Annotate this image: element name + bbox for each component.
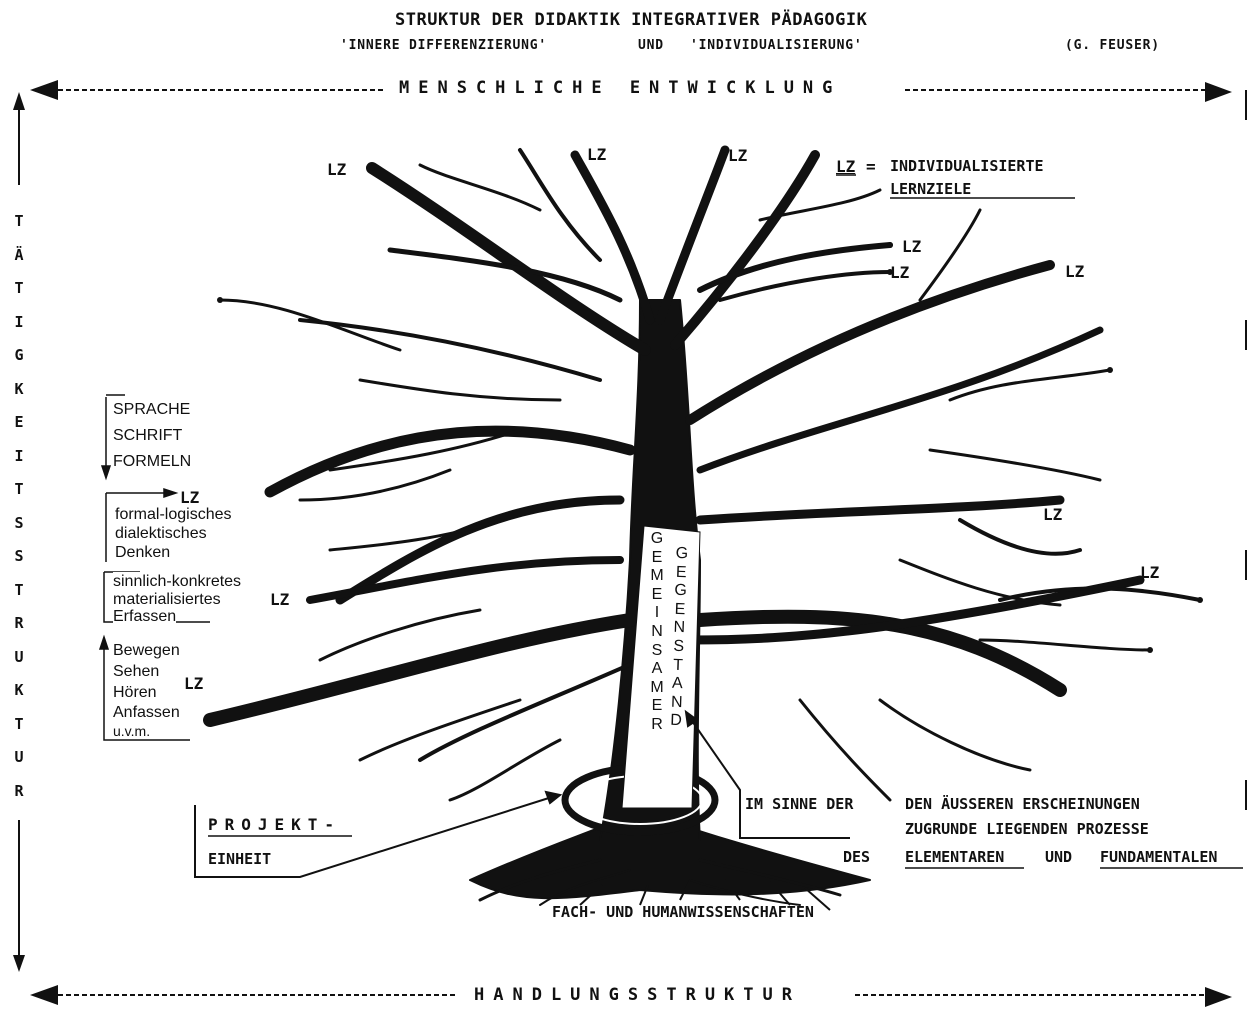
- trunk-letter: E: [648, 697, 666, 716]
- und-label: UND: [1045, 848, 1072, 866]
- trunk-letter: S: [669, 638, 688, 657]
- lz-label: LZ: [1043, 505, 1062, 524]
- roots-label: FACH- UND HUMANWISSENSCHAFTEN: [552, 903, 814, 921]
- legend-line1: INDIVIDUALISIERTE: [890, 157, 1044, 175]
- fundamentalen-label: FUNDAMENTALEN: [1100, 848, 1217, 866]
- author-credit: (G. FEUSER): [1065, 38, 1160, 53]
- left-axis-letter: R: [9, 775, 29, 809]
- bottom-right-line2: ZUGRUNDE LIEGENDEN PROZESSE: [905, 820, 1149, 838]
- left-axis-letter: Ä: [9, 239, 29, 273]
- elementaren-label: ELEMENTAREN: [905, 848, 1004, 866]
- left-axis-letter: T: [9, 473, 29, 507]
- lz-label: LZ: [728, 146, 747, 165]
- left-axis-letter: G: [9, 339, 29, 373]
- label-denken: Denken: [115, 543, 170, 562]
- legend-lz: LZ: [836, 157, 855, 176]
- label-sinnlich-konkretes: sinnlich-konkretes: [113, 572, 241, 591]
- subtitle-right: 'INDIVIDUALISIERUNG': [690, 38, 863, 53]
- trunk-letter: E: [648, 549, 666, 568]
- projekt-label: PROJEKT-: [208, 815, 341, 834]
- label-sehen: Sehen: [113, 662, 159, 681]
- lz-label: LZ: [1140, 563, 1159, 582]
- label-sprache: SPRACHE: [113, 400, 190, 419]
- left-axis-letter: T: [9, 272, 29, 306]
- left-axis-letter: I: [9, 306, 29, 340]
- trunk-letter: M: [648, 679, 666, 698]
- trunk-letter: S: [648, 642, 666, 661]
- lz-label: LZ: [902, 237, 921, 256]
- trunk-letter: N: [648, 623, 666, 642]
- left-axis-letter: T: [9, 574, 29, 608]
- label-anfassen: Anfassen: [113, 703, 180, 722]
- subtitle-left: 'INNERE DIFFERENZIERUNG': [340, 38, 547, 53]
- top-axis-label: MENSCHLICHE ENTWICKLUNG: [395, 78, 845, 98]
- left-axis-letter: S: [9, 507, 29, 541]
- label-formeln: FORMELN: [113, 452, 191, 471]
- lz-label: LZ: [890, 263, 909, 282]
- bottom-right-line1: DEN ÄUSSEREN ERSCHEINUNGEN: [905, 795, 1140, 813]
- label-hoeren: Hören: [113, 683, 157, 702]
- label-uvm: u.v.m.: [113, 722, 150, 741]
- trunk-letter: N: [670, 619, 689, 638]
- lz-label: LZ: [587, 145, 606, 164]
- des-label: DES: [843, 848, 870, 866]
- trunk-letter: A: [668, 675, 687, 694]
- left-axis-letter: T: [9, 708, 29, 742]
- trunk-letter: E: [671, 600, 690, 619]
- left-axis-letter: R: [9, 607, 29, 641]
- trunk-letter: D: [667, 712, 686, 731]
- left-axis-letter: U: [9, 641, 29, 675]
- page-title: STRUKTUR DER DIDAKTIK INTEGRATIVER PÄDAG…: [395, 10, 867, 30]
- left-axis-letter: E: [9, 406, 29, 440]
- trunk-letter: R: [648, 716, 666, 735]
- trunk-letter: G: [648, 530, 666, 549]
- subtitle-and: UND: [638, 38, 664, 53]
- label-formal-logisches: formal-logisches: [115, 505, 231, 524]
- label-erfassen: Erfassen: [113, 607, 176, 626]
- left-axis-letter: S: [9, 540, 29, 574]
- tree: [207, 147, 1203, 905]
- label-bewegen: Bewegen: [113, 641, 180, 660]
- trunk-letter: A: [648, 660, 666, 679]
- legend-line2: LERNZIELE: [890, 180, 971, 198]
- trunk-letter: G: [671, 582, 690, 601]
- legend-equals: =: [866, 157, 876, 176]
- einheit-label: EINHEIT: [208, 850, 271, 868]
- left-axis-letter: K: [9, 373, 29, 407]
- trunk-letter: T: [669, 656, 688, 675]
- left-axis-letter: K: [9, 674, 29, 708]
- lz-label: LZ: [270, 590, 289, 609]
- trunk-letter: M: [648, 567, 666, 586]
- lz-label: LZ: [327, 160, 346, 179]
- trunk-letter: G: [673, 545, 692, 564]
- left-axis-letter: T: [9, 205, 29, 239]
- lz-label: LZ: [184, 674, 203, 693]
- left-axis-letter: I: [9, 440, 29, 474]
- trunk-letter: E: [648, 586, 666, 605]
- im-sinne-der: IM SINNE DER: [745, 795, 853, 813]
- bottom-axis-label: HANDLUNGSSTRUKTUR: [470, 985, 805, 1005]
- trunk-letter: I: [648, 604, 666, 623]
- lz-label: LZ: [1065, 262, 1084, 281]
- trunk-letter: N: [667, 693, 686, 712]
- trunk-letter: E: [672, 563, 691, 582]
- label-dialektisches: dialektisches: [115, 524, 207, 543]
- left-axis-letter: U: [9, 741, 29, 775]
- label-schrift: SCHRIFT: [113, 426, 182, 445]
